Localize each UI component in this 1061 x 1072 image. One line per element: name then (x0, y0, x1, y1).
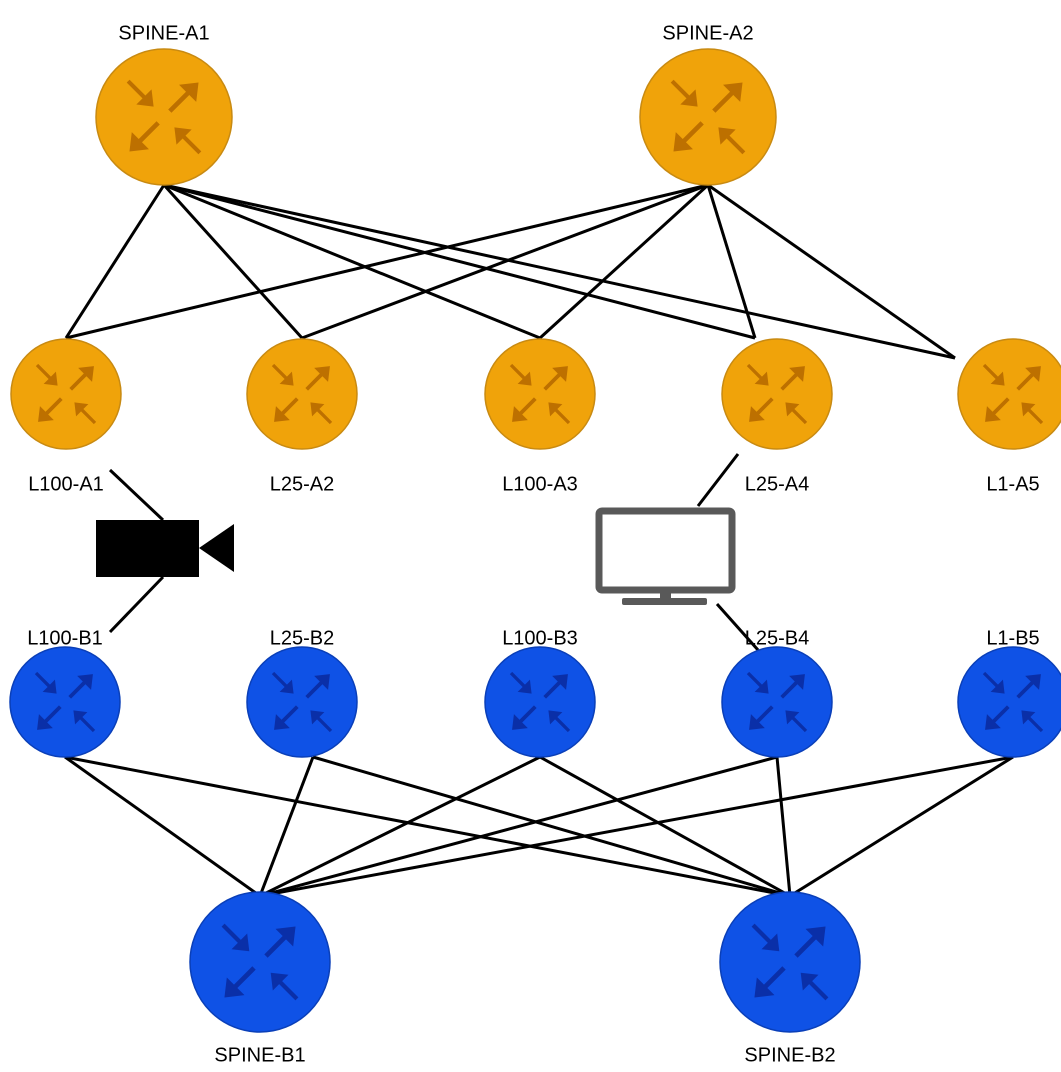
router-icon (719, 891, 861, 1033)
link-spine_b1-leaf_b5 (259, 755, 1014, 898)
router-icon (95, 48, 233, 186)
router-icon (10, 338, 122, 450)
video-camera-icon (96, 520, 234, 577)
nodes-layer (9, 48, 1061, 1033)
router-icon (639, 48, 777, 186)
node-label-leaf-a5: L1-A5 (986, 473, 1039, 495)
link-spine_b2-leaf_b3 (539, 755, 791, 898)
node-label-spine-b2: SPINE-B2 (744, 1044, 835, 1066)
node-label-spine-a1: SPINE-A1 (118, 22, 209, 44)
node-label-leaf-b2: L25-B2 (270, 627, 335, 649)
link-spine_b2-leaf_b1 (64, 755, 791, 898)
router-icon (721, 646, 833, 758)
node-label-leaf-a4: L25-A4 (745, 473, 810, 495)
link-spine_b2-leaf_b4 (775, 756, 792, 897)
node-label-leaf-a2: L25-A2 (270, 473, 335, 495)
link-camera-leaf_b1 (108, 575, 165, 634)
node-label-leaf-b4: L25-B4 (745, 627, 810, 649)
router-icon (484, 646, 596, 758)
link-spine_b2-leaf_b2 (312, 755, 791, 898)
link-spine_a2-leaf_a2 (301, 183, 709, 340)
link-spine_a1-leaf_a1 (64, 184, 166, 339)
router-icon (189, 891, 331, 1033)
link-monitor-leaf_b4 (715, 603, 760, 651)
node-label-spine-a2: SPINE-A2 (662, 22, 753, 44)
link-spine_a2-leaf_a1 (65, 183, 709, 340)
link-spine_a2-leaf_a4 (706, 184, 757, 339)
node-label-leaf-b1: L100-B1 (27, 627, 103, 649)
link-spine_b1-leaf_b3 (259, 755, 541, 898)
router-icon (246, 646, 358, 758)
router-icon (9, 646, 121, 758)
link-leaf_a4-monitor (696, 453, 740, 507)
router-icon (246, 338, 358, 450)
link-spine_a1-leaf_a5 (163, 183, 956, 360)
link-spine_b2-leaf_b5 (789, 755, 1014, 898)
router-icon (721, 338, 833, 450)
monitor-icon (595, 507, 736, 605)
link-spine_a1-leaf_a3 (163, 183, 541, 340)
link-spine_a1-leaf_a4 (163, 183, 756, 340)
router-icon (484, 338, 596, 450)
node-label-spine-b1: SPINE-B1 (214, 1044, 305, 1066)
link-spine_a2-leaf_a5 (707, 183, 956, 360)
link-spine_b1-leaf_b2 (258, 756, 315, 897)
node-label-leaf-b5: L1-B5 (986, 627, 1039, 649)
devices-layer (96, 507, 736, 605)
node-label-leaf-a1: L100-A1 (28, 473, 104, 495)
links-layer (64, 183, 1014, 898)
node-label-leaf-a3: L100-A3 (502, 473, 578, 495)
router-icon (957, 338, 1061, 450)
node-label-leaf-b3: L100-B3 (502, 627, 578, 649)
link-spine_a1-leaf_a2 (162, 183, 304, 340)
link-spine_a2-leaf_a3 (538, 183, 710, 340)
link-leaf_a1-camera (108, 468, 165, 522)
link-spine_b1-leaf_b4 (259, 755, 778, 898)
router-icon (957, 646, 1061, 758)
link-spine_b1-leaf_b1 (64, 755, 261, 898)
